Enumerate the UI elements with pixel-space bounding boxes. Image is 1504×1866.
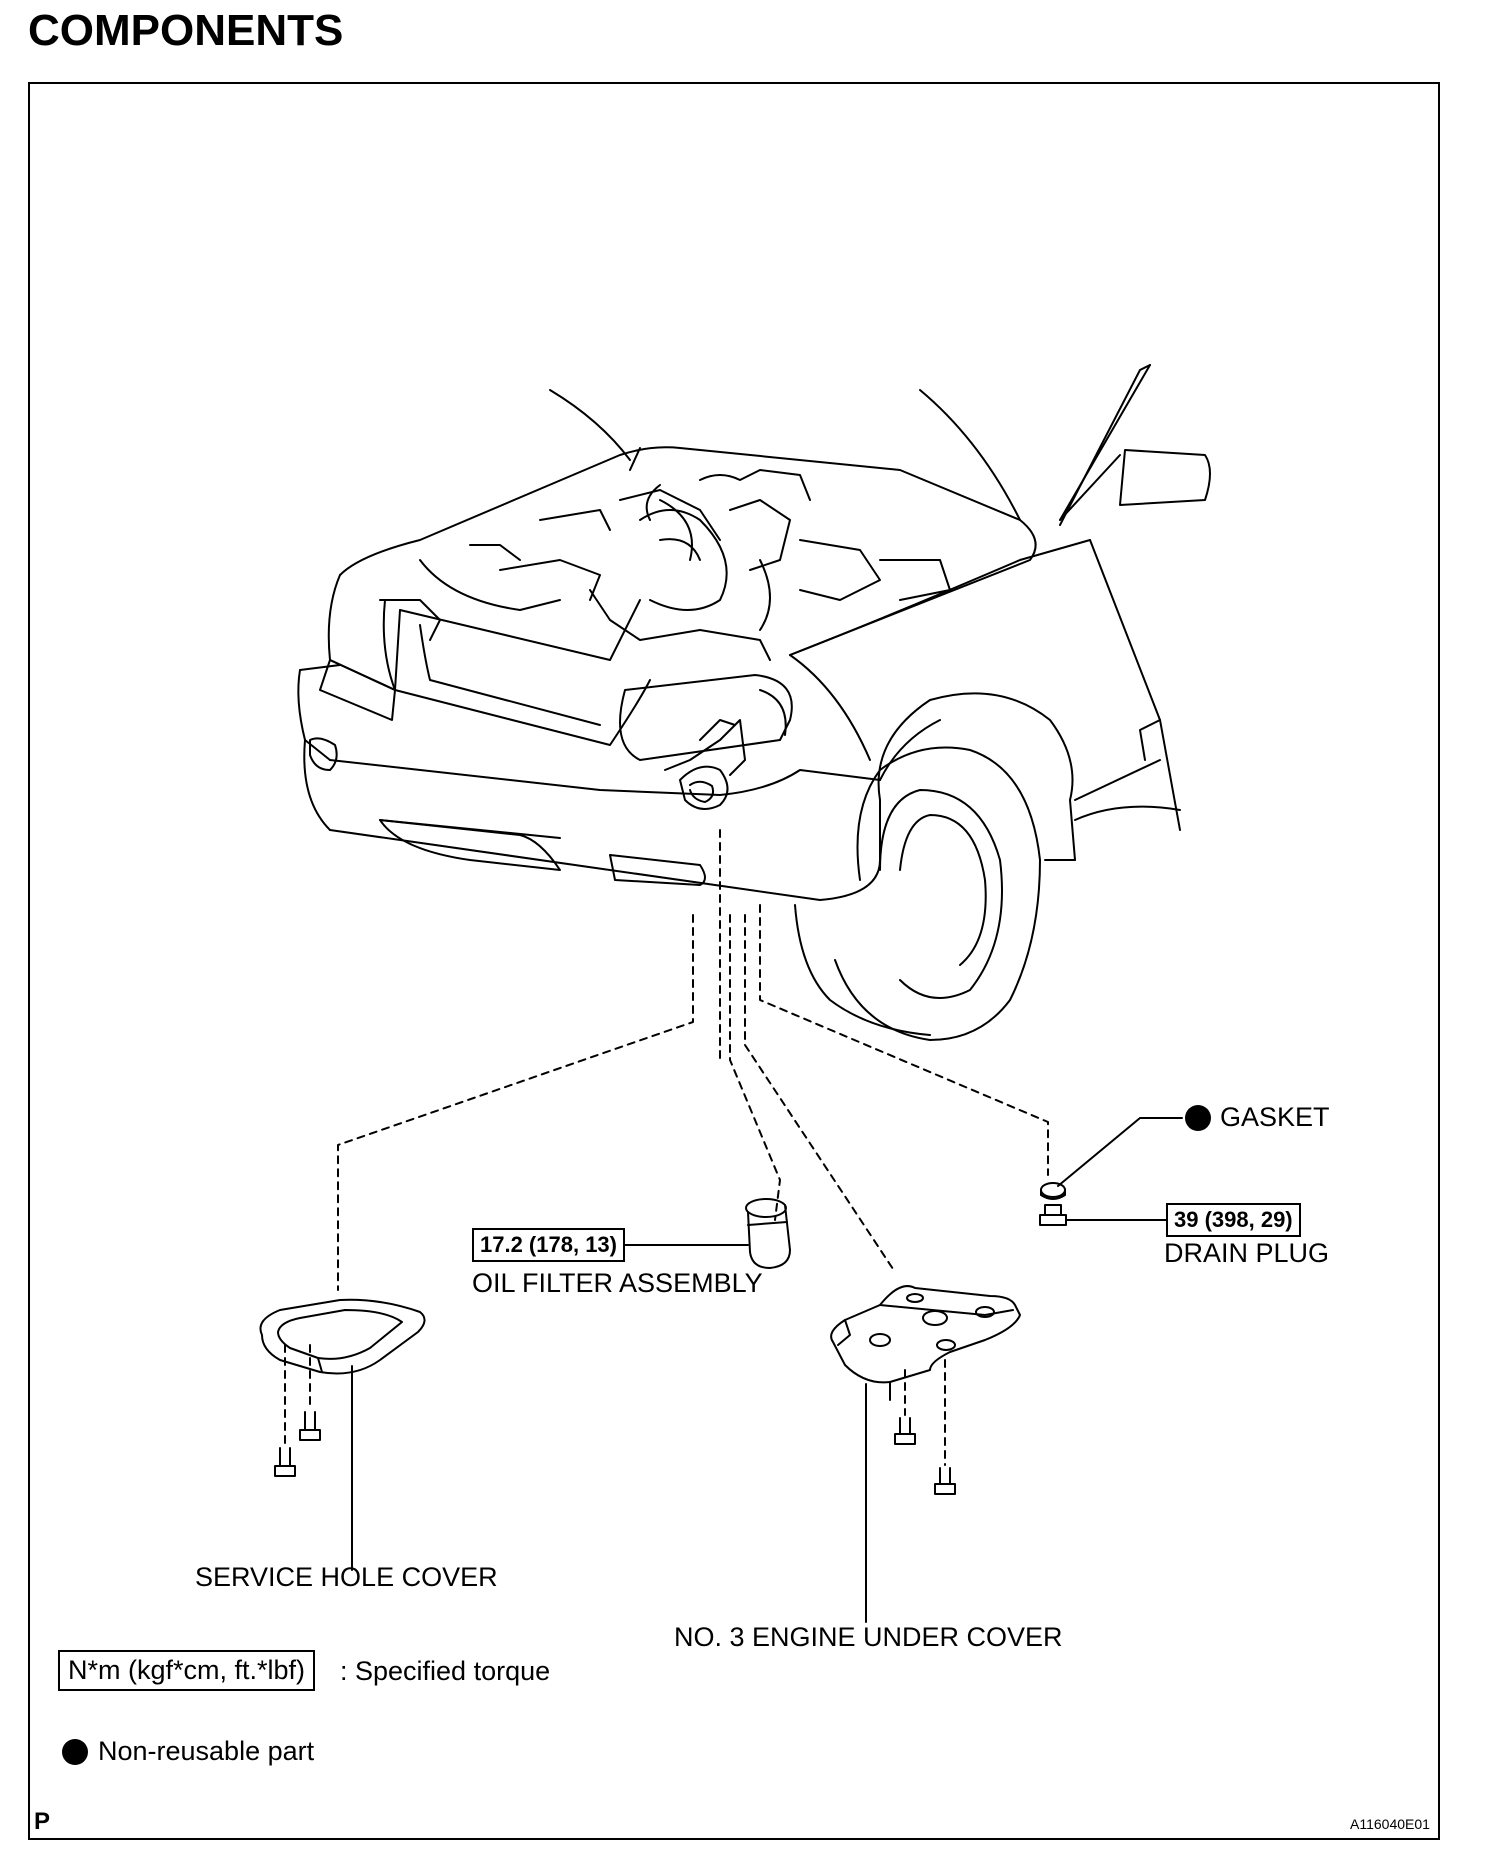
engine-under-cover-label: NO. 3 ENGINE UNDER COVER bbox=[674, 1622, 1063, 1652]
non-reusable-dot-icon bbox=[1185, 1105, 1211, 1131]
bolt-icon bbox=[299, 1411, 321, 1441]
vehicle-outline bbox=[297, 364, 1211, 1041]
oil-filter-label: OIL FILTER ASSEMBLY bbox=[472, 1268, 763, 1298]
service-hole-cover-part bbox=[259, 1298, 426, 1571]
non-reusable-dot-icon bbox=[62, 1739, 88, 1765]
gasket-label: GASKET bbox=[1220, 1102, 1330, 1132]
gasket-part bbox=[1040, 1182, 1066, 1200]
engine-under-cover-part bbox=[830, 1285, 1021, 1623]
drain-plug-label: DRAIN PLUG bbox=[1164, 1238, 1330, 1268]
dashed-leaders bbox=[284, 829, 1049, 1466]
page-title: COMPONENTS bbox=[28, 6, 344, 55]
oil-filter-torque: 17.2 (178, 13) bbox=[472, 1228, 625, 1262]
solid-leaders bbox=[619, 1117, 1183, 1246]
bolt-icon bbox=[274, 1447, 296, 1477]
torque-legend-box: N*m (kgf*cm, ft.*lbf) bbox=[58, 1650, 316, 1691]
page-letter: P bbox=[34, 1808, 51, 1835]
figure-code: A116040E01 bbox=[1350, 1816, 1430, 1832]
oil-filter-part bbox=[745, 1198, 791, 1269]
drain-plug-torque: 39 (398, 29) bbox=[1166, 1203, 1301, 1237]
torque-legend-desc: : Specified torque bbox=[340, 1656, 551, 1686]
bolt-icon bbox=[934, 1467, 956, 1495]
diagram-frame bbox=[28, 82, 1440, 1840]
bolt-icon bbox=[1044, 1204, 1062, 1216]
gasket-icon bbox=[1040, 1182, 1066, 1198]
non-reusable-legend: Non-reusable part bbox=[98, 1736, 315, 1766]
bolt-icon bbox=[894, 1417, 916, 1445]
service-hole-cover-label: SERVICE HOLE COVER bbox=[195, 1562, 498, 1592]
drain-plug-part bbox=[1039, 1204, 1067, 1226]
